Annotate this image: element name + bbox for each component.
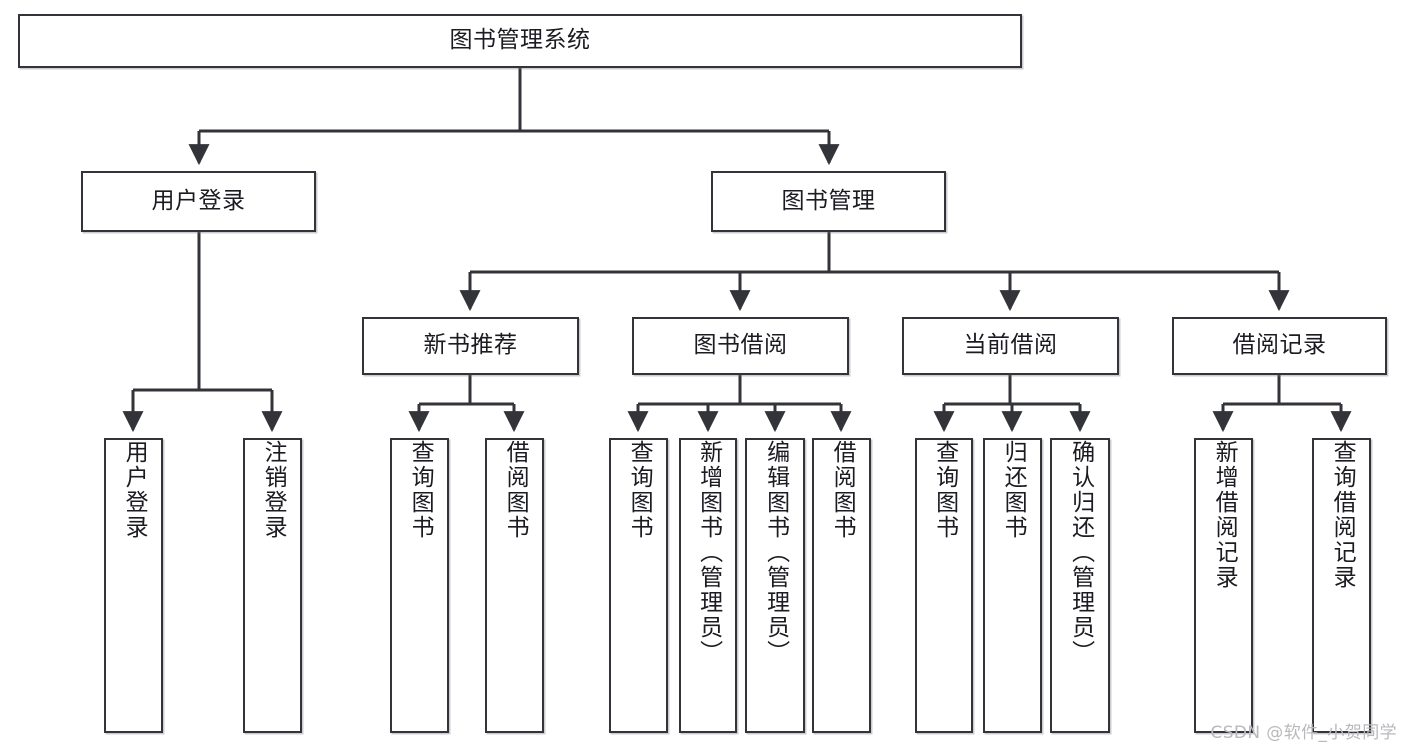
- node-borrow-record-label: 借阅记录: [1232, 332, 1327, 359]
- csdn-watermark: CSDN @软件_小贺同学: [1210, 723, 1397, 743]
- node-current-borrow-label: 当前借阅: [963, 332, 1058, 359]
- node-user-login[interactable]: 用户登录: [81, 171, 316, 232]
- node-root-label: 图书管理系统: [449, 27, 591, 54]
- node-leaf-query-book-2-label: 查询图书: [626, 440, 653, 540]
- node-leaf-confirm-return-label: 确认归还（管理员）: [1067, 440, 1094, 665]
- node-new-book-recommend[interactable]: 新书推荐: [362, 317, 579, 375]
- node-leaf-add-book-label: 新增图书（管理员）: [695, 440, 722, 665]
- node-leaf-query-book-3-label: 查询图书: [931, 440, 958, 540]
- node-leaf-confirm-return[interactable]: 确认归还（管理员）: [1050, 438, 1110, 733]
- node-new-book-recommend-label: 新书推荐: [423, 332, 518, 359]
- node-leaf-query-book-1-label: 查询图书: [407, 440, 434, 540]
- node-book-borrow-label: 图书借阅: [693, 332, 788, 359]
- node-leaf-borrow-book-2[interactable]: 借阅图书: [812, 438, 871, 733]
- node-current-borrow[interactable]: 当前借阅: [902, 317, 1119, 375]
- node-book-borrow[interactable]: 图书借阅: [632, 317, 849, 375]
- node-leaf-borrow-book-1-label: 借阅图书: [502, 440, 529, 540]
- node-leaf-logout-login[interactable]: 注销登录: [243, 438, 302, 733]
- node-leaf-return-book[interactable]: 归还图书: [983, 438, 1042, 733]
- node-leaf-logout-login-label: 注销登录: [260, 440, 287, 540]
- node-leaf-return-book-label: 归还图书: [1000, 440, 1027, 540]
- node-leaf-add-record[interactable]: 新增借阅记录: [1194, 438, 1253, 733]
- node-leaf-query-book-2[interactable]: 查询图书: [609, 438, 668, 733]
- node-leaf-query-record[interactable]: 查询借阅记录: [1312, 438, 1371, 733]
- node-book-manage-label: 图书管理: [781, 187, 876, 214]
- node-user-login-label: 用户登录: [151, 187, 246, 214]
- node-leaf-add-book[interactable]: 新增图书（管理员）: [679, 438, 737, 733]
- node-leaf-query-record-label: 查询借阅记录: [1329, 440, 1356, 590]
- node-leaf-edit-book-label: 编辑图书（管理员）: [762, 440, 789, 665]
- node-leaf-query-book-3[interactable]: 查询图书: [915, 438, 973, 733]
- node-root[interactable]: 图书管理系统: [18, 14, 1022, 68]
- node-leaf-edit-book[interactable]: 编辑图书（管理员）: [745, 438, 805, 733]
- node-borrow-record[interactable]: 借阅记录: [1172, 317, 1387, 375]
- node-leaf-borrow-book-1[interactable]: 借阅图书: [485, 438, 544, 733]
- node-leaf-query-book-1[interactable]: 查询图书: [390, 438, 449, 733]
- node-leaf-add-record-label: 新增借阅记录: [1211, 440, 1238, 590]
- node-book-manage[interactable]: 图书管理: [711, 171, 946, 232]
- node-leaf-borrow-book-2-label: 借阅图书: [829, 440, 856, 540]
- node-leaf-user-login[interactable]: 用户登录: [104, 438, 163, 733]
- node-leaf-user-login-label: 用户登录: [121, 440, 148, 540]
